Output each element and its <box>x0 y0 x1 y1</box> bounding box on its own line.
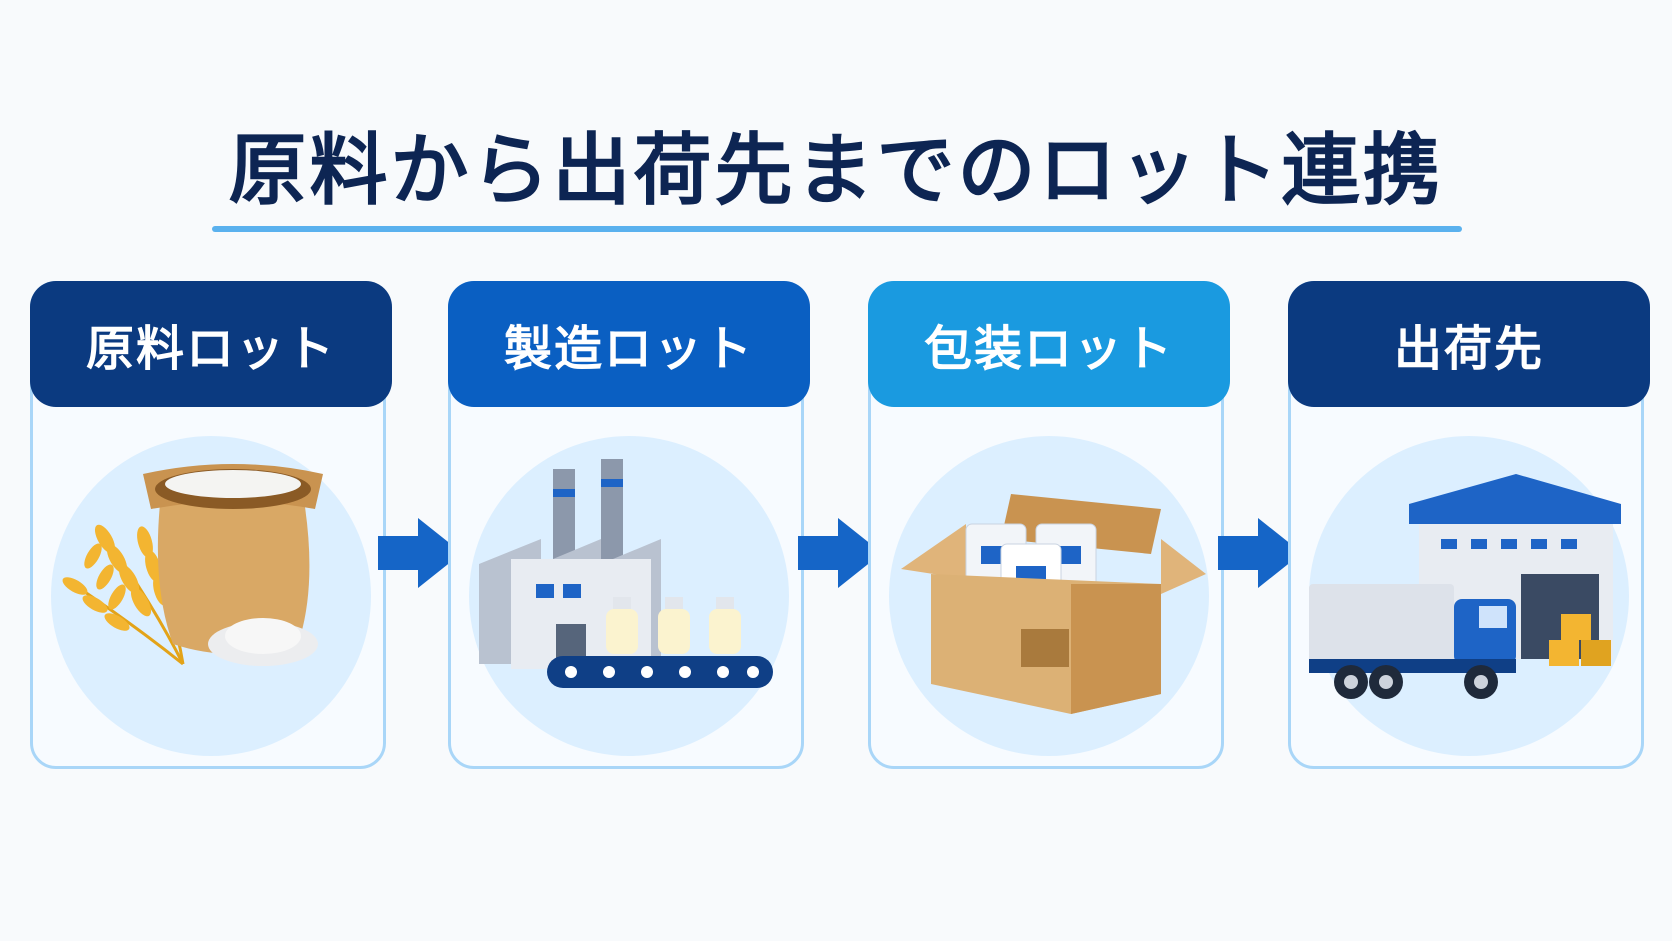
stage-label: 原料ロット <box>85 321 336 377</box>
title-underline <box>212 226 1462 232</box>
stage-card-destination: 出荷先 <box>1288 281 1650 769</box>
stage-label: 包装ロット <box>923 321 1174 377</box>
stage-header: 包装ロット <box>868 281 1230 407</box>
stage-card-raw-material: 原料ロット <box>30 281 392 769</box>
stage-card-packaging: 包装ロット <box>868 281 1230 769</box>
page-title: 原料から出荷先までのロット連携 <box>228 126 1444 216</box>
stage-header: 原料ロット <box>30 281 392 407</box>
stage-header: 出荷先 <box>1288 281 1650 407</box>
packed-box-icon <box>901 494 1206 714</box>
stage-label: 出荷先 <box>1393 321 1544 377</box>
right-arrow-icon <box>1218 518 1302 592</box>
warehouse-truck-icon <box>1309 474 1621 699</box>
stage-card-manufacturing: 製造ロット <box>448 281 810 769</box>
factory-icon <box>479 459 773 688</box>
right-arrow-icon <box>798 518 882 592</box>
stage-header: 製造ロット <box>448 281 810 407</box>
right-arrow-icon <box>378 518 462 592</box>
grain-sack-icon <box>62 464 323 666</box>
stage-label: 製造ロット <box>503 321 754 377</box>
